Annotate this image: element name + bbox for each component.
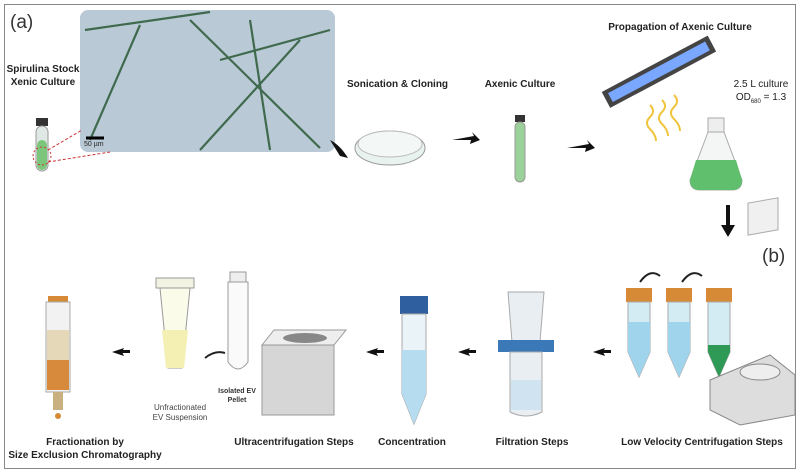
od-label: OD680 = 1.3 <box>735 92 787 105</box>
grow-lamp-icon <box>601 35 717 108</box>
pellet-label-line2: Pellet <box>227 397 247 404</box>
concentrator-tube-icon <box>400 296 428 426</box>
benchtop-centrifuge-icon <box>709 197 796 426</box>
panel-label-a: (a) <box>10 12 34 33</box>
pellet-label-line1: Isolated EV <box>218 388 256 395</box>
axenic-culture-label: Axenic Culture <box>484 79 556 90</box>
filtration-label: Filtration Steps <box>495 437 569 448</box>
sonication-label: Sonication & Cloning <box>346 79 449 90</box>
fractionation-label-line1: Fractionation by <box>46 437 124 448</box>
ev-suspension-tube-icon <box>155 277 195 369</box>
propagation-label: Propagation of Axenic Culture <box>608 22 752 33</box>
unfractionated-label-line2: EV Suspension <box>152 413 208 422</box>
microscope-image <box>80 10 335 152</box>
light-waves-icon <box>646 94 681 142</box>
low-velocity-label: Low Velocity Centrifugation Steps <box>621 437 783 448</box>
unfractionated-label-line1: Unfractionated <box>153 403 207 412</box>
concentration-label: Concentration <box>378 437 446 448</box>
filter-unit-icon <box>498 291 554 417</box>
ultracentrifuge-tube-icon <box>227 271 249 370</box>
arrow-icons <box>112 132 735 356</box>
stock-tube-icon <box>32 118 111 172</box>
scale-bar-label: 50 µm <box>84 141 104 148</box>
flask-icon <box>689 117 743 191</box>
stock-label-line1: Spirulina Stock <box>6 64 80 75</box>
figure-frame <box>4 4 796 469</box>
stock-label-line2: Xenic Culture <box>10 77 76 88</box>
centrifuge-tubes-icon <box>626 272 732 379</box>
sec-column-icon <box>45 296 71 419</box>
fractionation-label-line2: Size Exclusion Chromatography <box>8 450 162 461</box>
petri-dish-icon <box>354 130 426 166</box>
culture-volume-label: 2.5 L culture <box>733 79 789 90</box>
ultracentrifugation-label: Ultracentrifugation Steps <box>234 437 354 448</box>
panel-label-b: (b) <box>762 246 786 267</box>
axenic-tube-icon <box>514 115 526 183</box>
ultracentrifuge-icon <box>260 329 348 416</box>
